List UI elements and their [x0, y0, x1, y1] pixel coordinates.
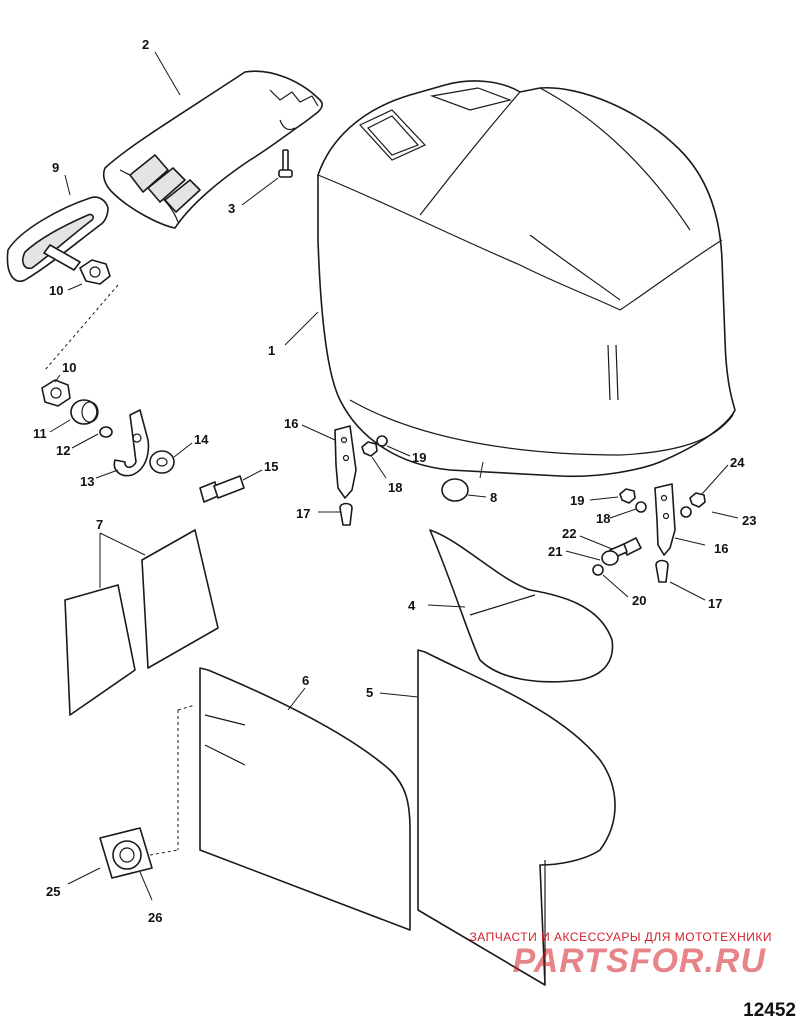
callout-14: 14: [194, 432, 209, 447]
locknut-upper: [79, 259, 111, 285]
callout-18a: 18: [388, 480, 402, 495]
assembly-line: [177, 704, 196, 711]
clip-left: [339, 502, 353, 526]
acoustic-pad-right: [141, 529, 219, 669]
callout-10a: 10: [49, 283, 63, 298]
side-panel-left: [199, 667, 411, 931]
clip-right: [655, 559, 669, 583]
gauge: [112, 840, 142, 870]
callout-19a: 19: [412, 450, 426, 465]
callout-11: 11: [33, 426, 47, 441]
callout-10b: 10: [62, 360, 76, 375]
nut-left: [361, 441, 378, 457]
assembly-line: [44, 284, 119, 371]
top-cowl: [317, 80, 736, 478]
latch-hook: [113, 409, 150, 477]
callout-16a: 16: [284, 416, 298, 431]
callout-2: 2: [142, 37, 149, 52]
watermark-tagline: ЗАПЧАСТИ И АКСЕССУАРЫ ДЛЯ МОТОТЕХНИКИ: [469, 930, 772, 944]
callout-13: 13: [80, 474, 94, 489]
callout-24: 24: [730, 455, 745, 470]
callout-3: 3: [228, 201, 235, 216]
washer: [149, 450, 175, 474]
lock-washer: [99, 426, 113, 438]
watermark-logo: PARTSFOR.RU: [512, 942, 766, 980]
callout-21: 21: [548, 544, 562, 559]
callout-9: 9: [52, 160, 59, 175]
callout-5: 5: [366, 685, 373, 700]
callout-23: 23: [742, 513, 756, 528]
callout-17a: 17: [296, 506, 310, 521]
acoustic-pad-left: [64, 584, 136, 716]
callout-12: 12: [56, 443, 70, 458]
callout-4: 4: [408, 598, 416, 613]
locknut-lower: [41, 379, 71, 407]
washer-right-a: [635, 501, 647, 513]
callout-20: 20: [632, 593, 646, 608]
callout-15: 15: [264, 459, 278, 474]
callout-6: 6: [302, 673, 309, 688]
bushing: [601, 550, 619, 566]
callout-16b: 16: [714, 541, 728, 556]
callout-19b: 19: [570, 493, 584, 508]
callout-8: 8: [490, 490, 497, 505]
nut-right: [619, 488, 636, 504]
latch-bracket-left: [334, 425, 357, 499]
washer-right-b: [680, 506, 692, 518]
washer-left: [376, 435, 388, 447]
diagram-reference-number: 12452: [743, 1000, 796, 1021]
callout-22: 22: [562, 526, 576, 541]
seal-panel: [429, 529, 614, 683]
assembly-line: [149, 849, 179, 856]
callout-1: 1: [268, 343, 275, 358]
handle: [6, 196, 109, 282]
nut-right-b: [689, 492, 706, 508]
small-washer: [592, 564, 604, 576]
bolt: [199, 475, 245, 503]
plug: [441, 478, 469, 502]
spacer: [70, 399, 99, 425]
leader-lines: [49, 51, 739, 901]
callout-26: 26: [148, 910, 162, 925]
latch-bracket-right: [654, 483, 676, 556]
air-intake-cover: [102, 70, 323, 229]
side-panel-right: [417, 649, 616, 986]
callout-17b: 17: [708, 596, 722, 611]
callout-18b: 18: [596, 511, 610, 526]
callout-25: 25: [46, 884, 60, 899]
screw: [278, 149, 293, 178]
callout-7: 7: [96, 517, 103, 532]
